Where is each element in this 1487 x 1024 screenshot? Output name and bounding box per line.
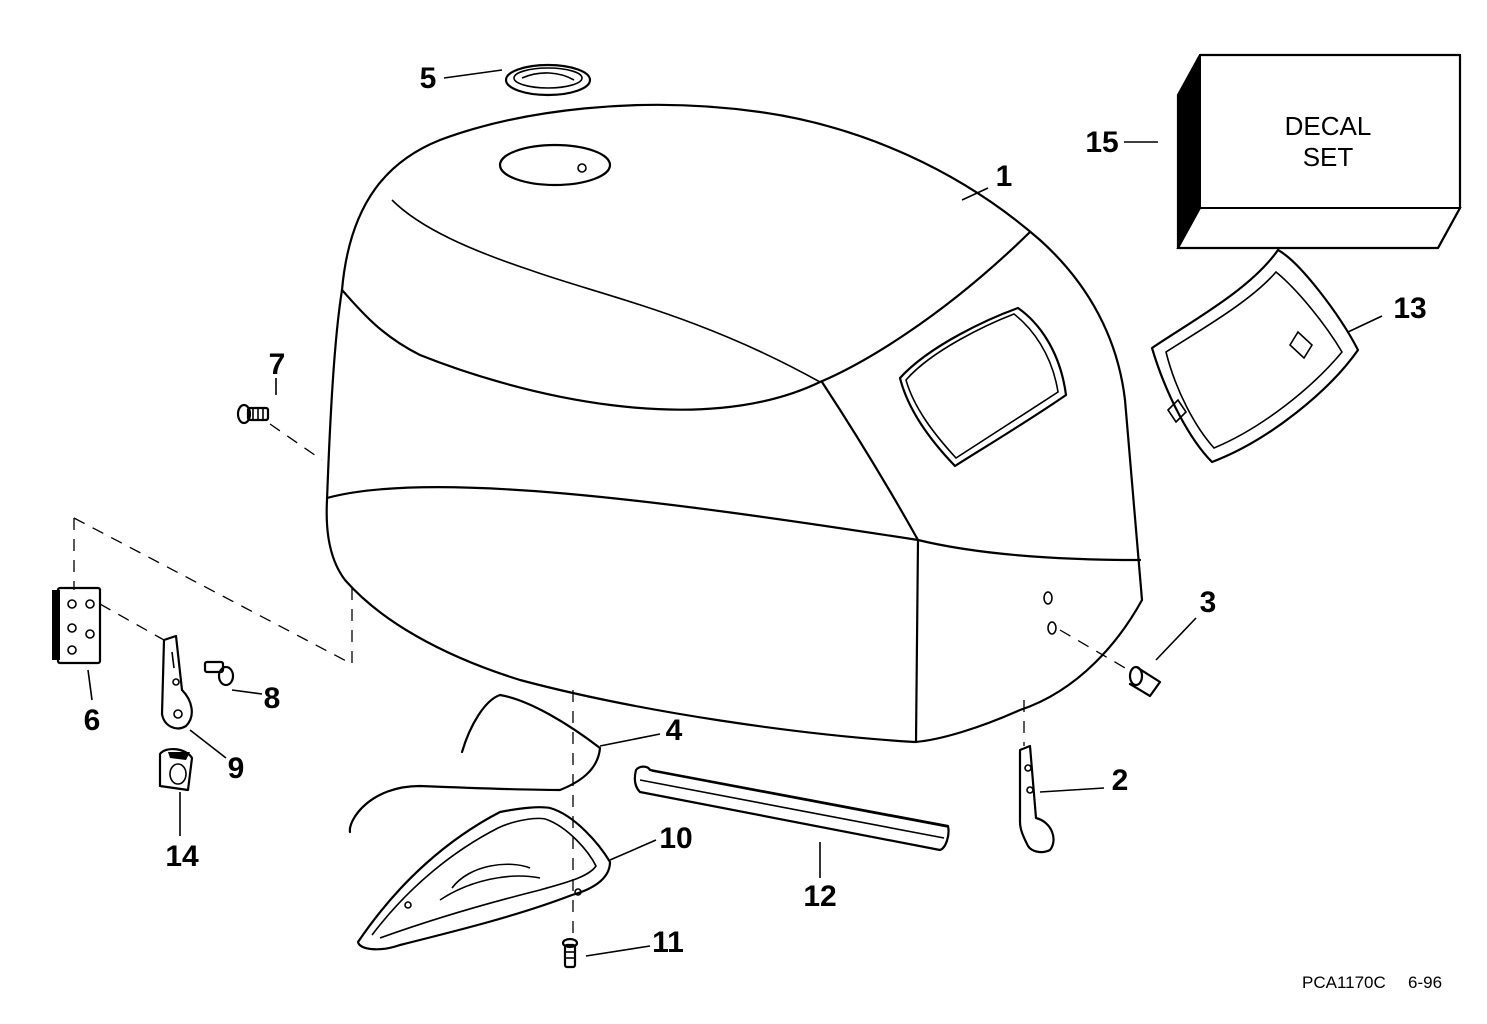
leader-lines <box>87 69 1383 957</box>
lower-tray-part-10[interactable] <box>356 806 612 951</box>
seal-part-4[interactable] <box>348 693 602 834</box>
callout-10: 10 <box>659 822 692 855</box>
reference-date: 6-96 <box>1408 973 1442 992</box>
callout-12: 12 <box>803 880 836 913</box>
screw-part-3[interactable] <box>1128 665 1162 698</box>
callout-14: 14 <box>165 840 199 873</box>
callout-2: 2 <box>1112 764 1129 797</box>
callout-6: 6 <box>84 704 101 737</box>
bracket-part-9[interactable] <box>160 634 193 730</box>
clip-part-14[interactable] <box>158 748 194 792</box>
strip-part-12[interactable] <box>633 765 950 852</box>
callout-13: 13 <box>1393 292 1426 325</box>
callout-4: 4 <box>666 714 683 747</box>
reference-code: PCA1170C <box>1302 973 1386 992</box>
decal-set-part-15[interactable]: DECAL SET <box>1176 53 1462 250</box>
vent-grille-part-13[interactable] <box>1150 248 1360 464</box>
callout-9: 9 <box>228 752 245 785</box>
decal-label-line1: DECAL <box>1285 111 1372 141</box>
callout-1: 1 <box>996 160 1013 193</box>
cover-plug-part-5[interactable] <box>504 63 592 97</box>
assembly-guide-lines <box>73 423 1133 938</box>
callout-5: 5 <box>420 62 437 95</box>
callout-8: 8 <box>264 682 281 715</box>
drawing-reference: PCA1170C 6-96 <box>1302 973 1442 992</box>
callout-11: 11 <box>652 926 684 959</box>
screw-part-11[interactable] <box>561 937 579 969</box>
callout-15: 15 <box>1085 126 1118 159</box>
decal-label-line2: SET <box>1303 142 1354 172</box>
hook-part-2[interactable] <box>1018 744 1055 854</box>
engine-cover-part-1[interactable] <box>325 103 1144 744</box>
callout-3: 3 <box>1200 586 1217 619</box>
callout-7: 7 <box>269 348 286 381</box>
screw-part-8[interactable] <box>203 660 235 687</box>
plate-part-6[interactable] <box>52 586 102 665</box>
callout-labels: 1 2 3 4 5 6 7 8 9 10 11 12 13 14 15 <box>84 62 1427 959</box>
screw-part-7[interactable] <box>236 403 270 425</box>
